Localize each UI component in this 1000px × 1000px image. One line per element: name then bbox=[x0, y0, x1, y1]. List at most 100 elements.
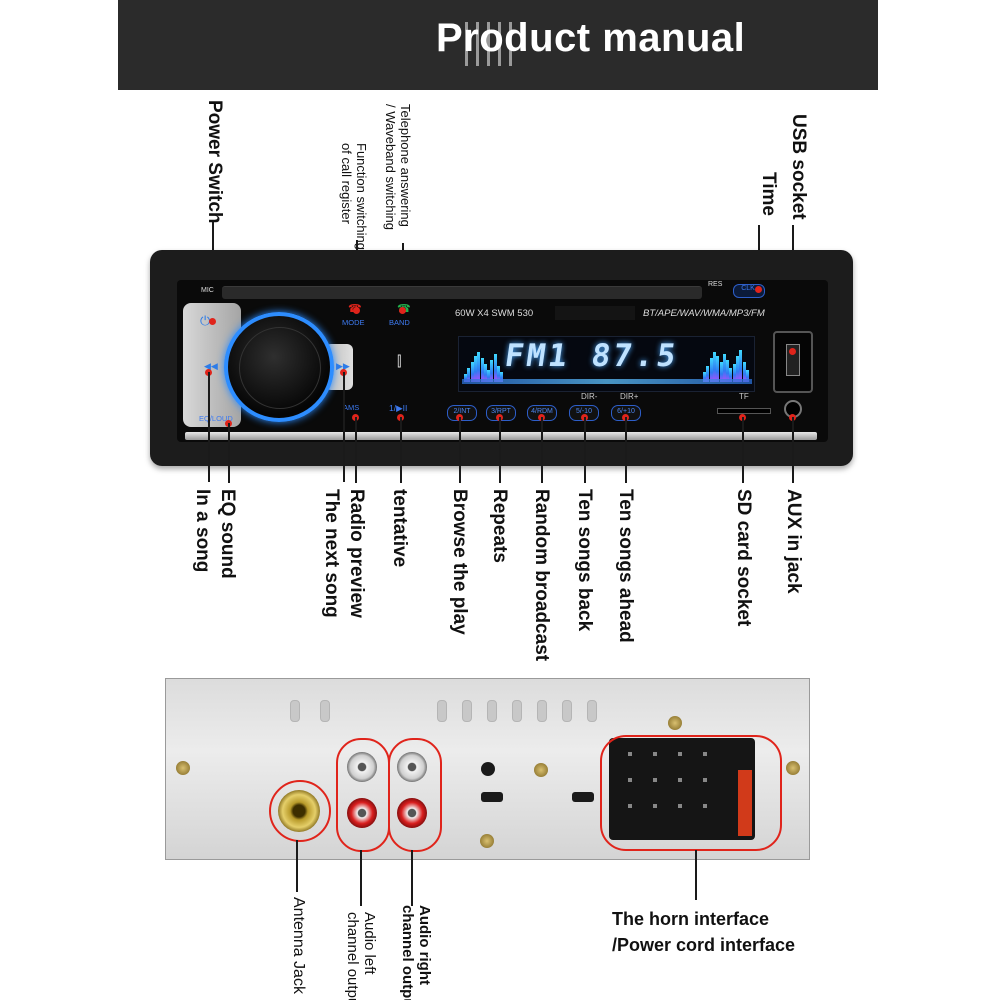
next-icon: ▶▶ bbox=[336, 361, 350, 371]
preset-6-label: 6/+10 bbox=[617, 408, 635, 415]
leader-sd bbox=[742, 417, 744, 483]
leader-int bbox=[459, 417, 461, 483]
sd-card-slot[interactable] bbox=[717, 408, 771, 414]
leader-audio-left bbox=[360, 850, 362, 906]
label-aux-jack: AUX in jack bbox=[783, 489, 804, 594]
spectrum-bar bbox=[500, 372, 504, 382]
power-icon[interactable]: ⏻ bbox=[200, 313, 211, 328]
spectrum-bar bbox=[729, 368, 733, 382]
leader-ams bbox=[355, 417, 357, 483]
faceplate-trim bbox=[185, 432, 817, 440]
mount-slot bbox=[481, 792, 503, 802]
marker-usb bbox=[789, 348, 796, 355]
marker-clk bbox=[755, 286, 762, 293]
screw-icon bbox=[786, 761, 800, 775]
marker-band bbox=[399, 307, 406, 314]
spectrum-bar bbox=[473, 356, 477, 382]
vent bbox=[487, 700, 497, 722]
res-label: RES bbox=[708, 281, 723, 288]
mode-button[interactable]: MODE bbox=[342, 318, 365, 327]
marker-mode bbox=[353, 307, 360, 314]
cd-slot bbox=[222, 286, 702, 299]
display-readout: FM1 87.5 bbox=[502, 338, 681, 374]
page-title: Product manual bbox=[436, 16, 746, 60]
label-power-switch: Power Switch bbox=[204, 100, 225, 224]
label-audio-left: Audio left channel output bbox=[344, 912, 378, 1000]
rca-left-red[interactable] bbox=[347, 798, 377, 828]
spectrum-bar bbox=[480, 358, 484, 382]
model-label: 60W X4 SWM 530 bbox=[455, 308, 534, 319]
label-function-switching: Function switching of call register bbox=[339, 143, 369, 250]
label-eq-sound: EQ sound bbox=[217, 489, 238, 579]
format-label: BT/APE/WAV/WMA/MP3/FM bbox=[643, 308, 765, 319]
leader-rdm bbox=[541, 417, 543, 483]
label-sd-socket: SD card socket bbox=[733, 489, 754, 627]
header-bars-icon bbox=[465, 22, 512, 66]
preset-3-label: 3/RPT bbox=[491, 408, 511, 415]
spectrum-bar bbox=[732, 364, 736, 382]
connector-pin bbox=[653, 752, 657, 756]
connector-pin bbox=[678, 778, 682, 782]
leader-rpt bbox=[499, 417, 501, 483]
label-random: Random broadcast bbox=[531, 489, 552, 662]
label-audio-right: Audio right channel output bbox=[399, 905, 433, 1000]
model-bar bbox=[555, 306, 635, 320]
spectrum-right bbox=[703, 346, 749, 382]
leader-ahead bbox=[625, 417, 627, 483]
connector-pin bbox=[703, 752, 707, 756]
ir-receiver-icon: ⫿ bbox=[397, 353, 402, 369]
play-pause-button[interactable]: 1/▶II bbox=[389, 403, 408, 413]
vent bbox=[290, 700, 300, 722]
tf-label: TF bbox=[739, 392, 749, 401]
audio-right-highlight bbox=[388, 738, 442, 852]
audio-left-highlight bbox=[336, 738, 390, 852]
label-next-song: The next song bbox=[321, 489, 342, 618]
label-radio-preview: Radio preview bbox=[346, 489, 367, 618]
fuse-holder bbox=[738, 770, 752, 836]
spectrum-bar bbox=[736, 356, 739, 382]
screw-icon bbox=[480, 834, 494, 848]
spectrum-bar bbox=[464, 374, 467, 382]
leader-play bbox=[400, 417, 402, 483]
connector-pin bbox=[628, 778, 632, 782]
spectrum-bar bbox=[712, 352, 716, 382]
screw-icon bbox=[534, 763, 548, 777]
spectrum-bar bbox=[726, 360, 730, 382]
ams-button[interactable]: AMS bbox=[343, 403, 360, 412]
knob-ring bbox=[239, 327, 321, 409]
previous-icon[interactable]: ◀◀ bbox=[204, 361, 218, 371]
connector-pin bbox=[678, 804, 682, 808]
leader-aux bbox=[792, 417, 794, 483]
spectrum-bar bbox=[483, 364, 487, 382]
label-usb-socket: USB socket bbox=[788, 114, 809, 220]
screw-icon bbox=[176, 761, 190, 775]
spectrum-bar bbox=[493, 354, 497, 382]
eq-loud-button[interactable]: EQ/LOUD bbox=[199, 414, 233, 423]
spectrum-bar bbox=[703, 372, 706, 382]
preset-2-button[interactable] bbox=[447, 405, 477, 421]
spectrum-bar bbox=[467, 368, 471, 382]
connector-pin bbox=[628, 752, 632, 756]
mount-slot bbox=[572, 792, 594, 802]
iso-highlight bbox=[600, 735, 782, 851]
label-browse: Browse the play bbox=[449, 489, 470, 635]
band-button[interactable]: BAND bbox=[389, 318, 410, 327]
iso-connector[interactable] bbox=[609, 738, 755, 840]
spectrum-bar bbox=[490, 360, 494, 382]
connector-pin bbox=[653, 778, 657, 782]
clk-label: CLK bbox=[741, 285, 755, 292]
leader-eq bbox=[228, 423, 230, 483]
spectrum-bar bbox=[477, 352, 481, 382]
spectrum-left bbox=[464, 346, 504, 382]
vent bbox=[462, 700, 472, 722]
mic-label: MIC bbox=[201, 287, 214, 294]
preset-5-label: 5/-10 bbox=[576, 408, 592, 415]
header-banner bbox=[118, 0, 878, 90]
rca-right-red[interactable] bbox=[397, 798, 427, 828]
preset-2-label: 2/INT bbox=[453, 408, 471, 415]
leader-back bbox=[584, 417, 586, 483]
spectrum-bar bbox=[487, 370, 491, 382]
spectrum-bar bbox=[470, 362, 474, 382]
label-horn-interface: The horn interface /Power cord interface bbox=[612, 909, 796, 955]
